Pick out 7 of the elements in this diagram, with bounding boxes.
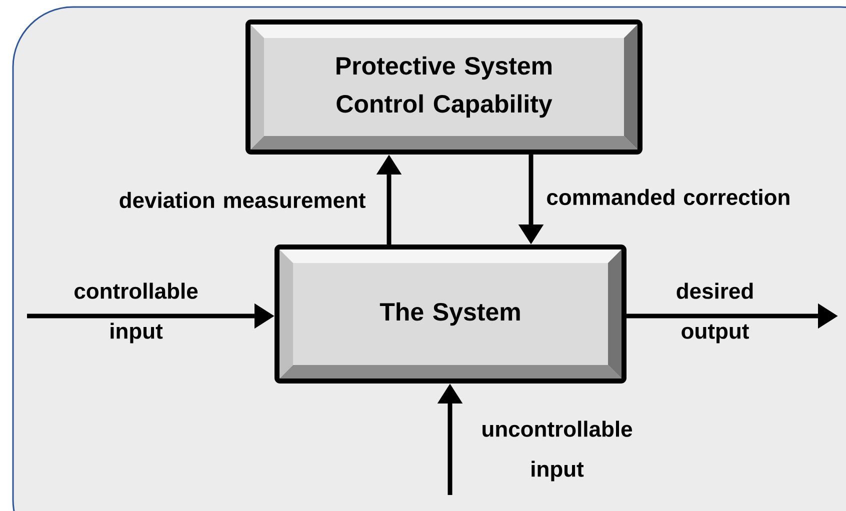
process-box: The System <box>274 244 626 384</box>
edge-label: uncontrollable input <box>482 420 632 482</box>
process-box: Protective System Control Capability <box>246 20 642 154</box>
edge-label: controllable input <box>74 282 198 344</box>
edge-label: deviation measurement <box>120 192 366 208</box>
edge-label: commanded correction <box>547 188 790 206</box>
edge-label: desired output <box>676 282 753 344</box>
